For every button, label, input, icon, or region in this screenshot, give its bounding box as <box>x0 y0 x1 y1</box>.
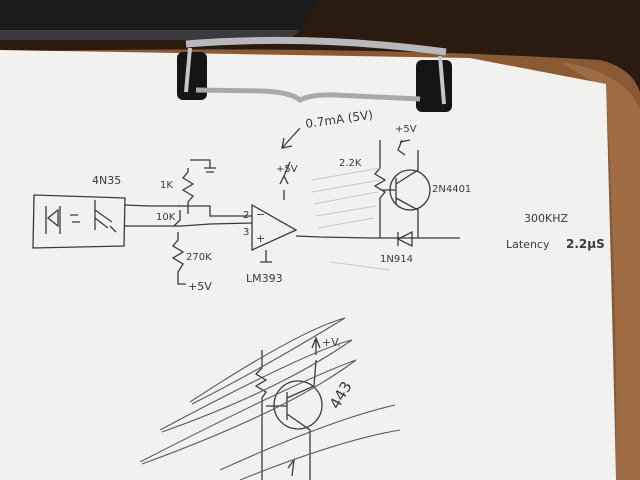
label-plus5v-bottom: +5V <box>188 280 212 293</box>
label-pin-3: 3 <box>243 227 249 238</box>
label-frequency: 300KHZ <box>524 212 568 225</box>
label-latency-value: 2.2μS <box>566 237 605 251</box>
label-2n4401: 2N4401 <box>432 184 471 195</box>
label-4n35: 4N35 <box>92 174 121 187</box>
label-plus: + <box>256 232 265 245</box>
label-comparator-supply: +5V <box>276 164 298 175</box>
label-270k: 270K <box>186 252 212 263</box>
label-pin-2: 2 <box>243 210 249 221</box>
label-minus: − <box>256 208 265 221</box>
laptop-bezel <box>0 30 300 40</box>
schematic-lines <box>32 127 460 480</box>
label-latency: Latency <box>506 238 550 251</box>
label-lm393: LM393 <box>246 272 283 285</box>
label-transistor-supply: +5V <box>395 124 417 135</box>
faint-sketch <box>311 167 391 271</box>
label-2k2: 2.2K <box>339 158 362 169</box>
label-lower-supply: +V. <box>322 336 341 349</box>
label-1k: 1K <box>160 180 173 191</box>
clip-left-grip <box>177 52 207 100</box>
clipboard-board-edge <box>560 62 640 480</box>
clip-right-grip <box>416 60 452 112</box>
clipboard-clip <box>177 36 452 112</box>
paper-sheet <box>0 50 616 480</box>
label-10k: 10K <box>156 212 176 223</box>
crossout-scribbles <box>139 317 401 480</box>
laptop-edge <box>0 0 320 30</box>
label-1n914: 1N914 <box>380 254 413 265</box>
